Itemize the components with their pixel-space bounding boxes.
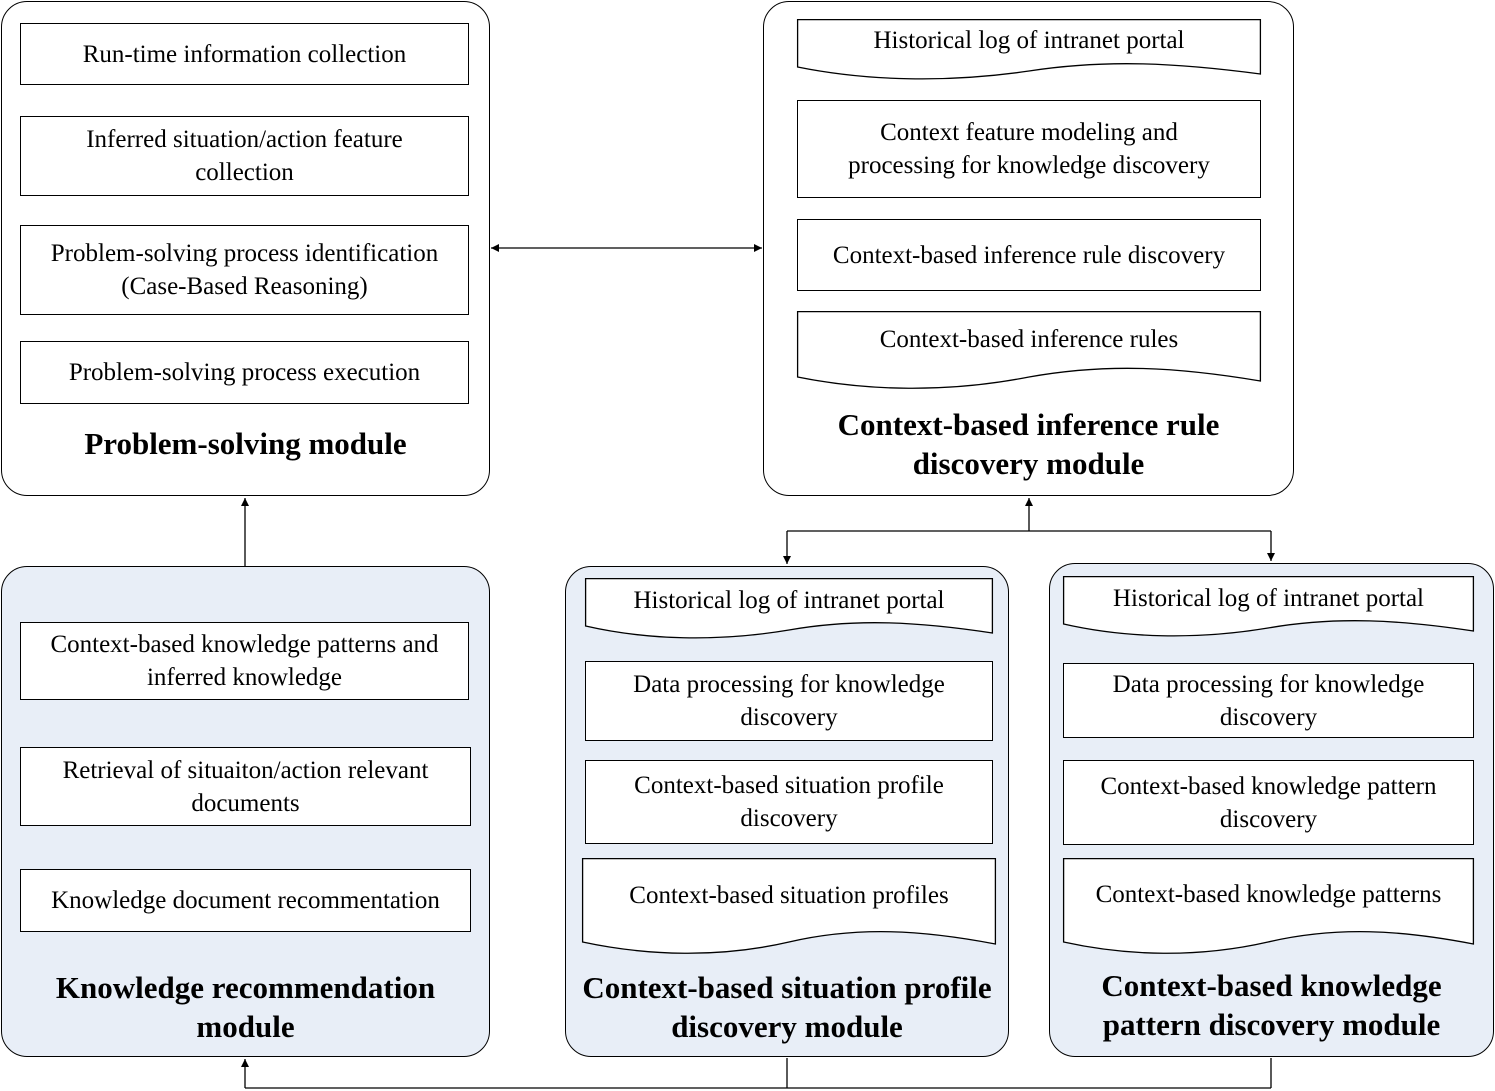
context-feature-modeling-box: Context feature modeling and processing … xyxy=(797,100,1261,198)
document-label: Historical log of intranet portal xyxy=(633,587,945,614)
inference-rules-document: Context-based inference rules xyxy=(796,310,1262,389)
knowledge-pattern-discovery-box: Context-based knowledge pattern discover… xyxy=(1063,760,1474,845)
box-label: Inferred situation/action feature collec… xyxy=(86,126,403,186)
knowledge-patterns-document: Context-based knowledge patterns xyxy=(1062,857,1475,958)
box-label: Data processing for knowledge discovery xyxy=(633,671,945,731)
situation-profile-module-title: Context-based situation profile discover… xyxy=(582,970,992,1044)
problem-solving-module-title: Problem-solving module xyxy=(84,426,407,461)
process-identification-box: Problem-solving process identification (… xyxy=(20,225,469,315)
document-shape xyxy=(796,310,1262,389)
box-label: Problem-solving process execution xyxy=(68,359,421,386)
document-label: Context-based inference rules xyxy=(879,326,1179,353)
historical-log-document: Historical log of intranet portal xyxy=(796,18,1262,80)
box-label: Context-based inference rule discovery xyxy=(832,241,1226,269)
document-recommendation-box: Knowledge document recommentation xyxy=(20,869,471,932)
knowledge-patterns-box: Context-based knowledge patterns and inf… xyxy=(20,622,469,700)
historical-log-document: Historical log of intranet portal xyxy=(1062,575,1475,637)
inference-rule-discovery-box: Context-based inference rule discovery xyxy=(797,219,1261,291)
box-label: Knowledge document recommentation xyxy=(51,887,440,914)
box-label: Problem-solving process identification (… xyxy=(50,240,439,300)
box-label: Context-based knowledge pattern discover… xyxy=(1100,772,1437,833)
box-label: Retrieval of situaiton/action relevant d… xyxy=(62,756,429,817)
document-shape xyxy=(1062,857,1475,954)
box-label: Run-time information collection xyxy=(82,40,407,68)
inference-rule-module-title: Context-based inference rule discovery m… xyxy=(837,407,1220,481)
knowledge-recommendation-module-title: Knowledge recommendation module xyxy=(55,970,436,1044)
historical-log-document: Historical log of intranet portal xyxy=(584,577,994,639)
document-shape xyxy=(796,18,1262,80)
document-shape xyxy=(1062,575,1475,637)
inferred-feature-collection-box: Inferred situation/action feature collec… xyxy=(20,116,469,196)
situation-profiles-document: Context-based situation profiles xyxy=(581,857,997,960)
box-label: Data processing for knowledge discovery xyxy=(1112,670,1425,731)
document-label: Context-based knowledge patterns xyxy=(1095,881,1442,908)
box-label: Context-based knowledge patterns and inf… xyxy=(50,631,439,691)
box-label: Context feature modeling and processing … xyxy=(848,119,1210,179)
run-time-information-collection-box: Run-time information collection xyxy=(20,23,469,85)
document-retrieval-box: Retrieval of situaiton/action relevant d… xyxy=(20,747,471,826)
document-shape xyxy=(581,857,997,954)
data-processing-box: Data processing for knowledge discovery xyxy=(585,661,993,741)
document-shape xyxy=(584,577,994,639)
situation-profile-discovery-box: Context-based situation profile discover… xyxy=(585,760,993,844)
knowledge-pattern-module-title: Context-based knowledge pattern discover… xyxy=(1101,968,1442,1042)
document-label: Historical log of intranet portal xyxy=(1112,585,1425,612)
document-label: Context-based situation profiles xyxy=(629,882,949,909)
document-label: Historical log of intranet portal xyxy=(873,27,1185,54)
box-label: Context-based situation profile discover… xyxy=(634,772,944,832)
data-processing-box: Data processing for knowledge discovery xyxy=(1063,663,1474,738)
process-execution-box: Problem-solving process execution xyxy=(20,341,469,404)
